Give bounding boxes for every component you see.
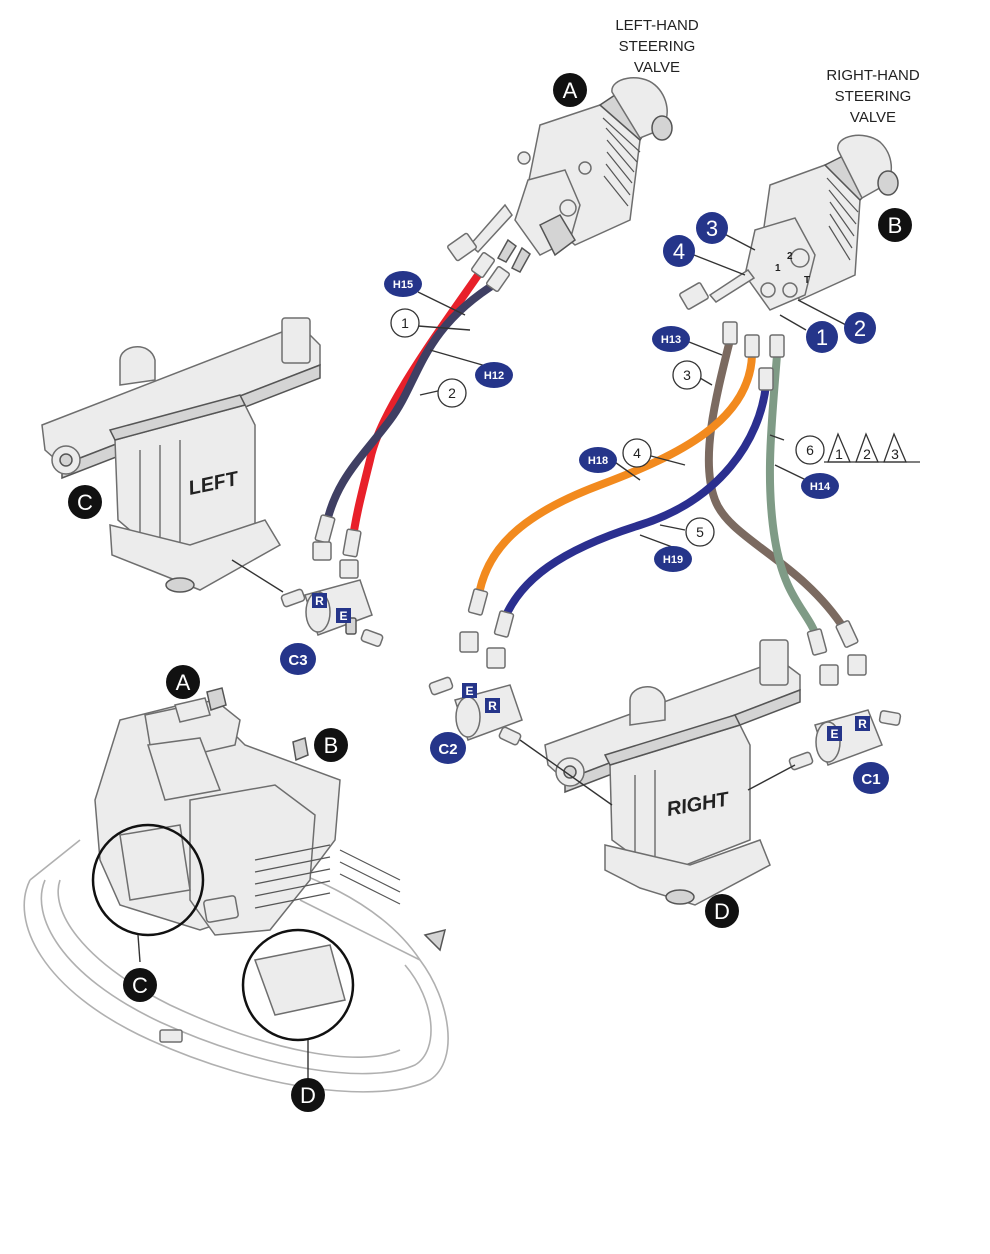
callout-circle-d bbox=[241, 928, 355, 1042]
hose-tag-h13: H13 bbox=[661, 334, 681, 346]
hose-h18-orange bbox=[474, 351, 756, 604]
left-valve-title-line2: STEERING bbox=[619, 38, 696, 55]
c-bottom-leader bbox=[137, 934, 141, 963]
cylinder-tag-c1: C1 bbox=[861, 771, 880, 788]
valve-port-2: 2 bbox=[787, 251, 793, 262]
right-valve-title-line1: RIGHT-HAND bbox=[826, 67, 920, 84]
hose-number-3: 3 bbox=[683, 367, 691, 383]
callout-b-top: B bbox=[888, 213, 903, 238]
note-3: 3 bbox=[891, 446, 899, 462]
hose-tag-h18: H18 bbox=[588, 455, 608, 467]
port-e-c3: E bbox=[339, 609, 347, 623]
right-gearbox-assembly: RIGHT bbox=[544, 639, 801, 906]
hose-fittings bbox=[312, 252, 867, 686]
cylinder-tag-c2: C2 bbox=[438, 741, 457, 758]
right-valve-title-line3: VALVE bbox=[850, 109, 896, 126]
valve-port-t: T bbox=[804, 275, 810, 286]
callout-b-bottom: B bbox=[324, 733, 339, 758]
note-1: 1 bbox=[835, 446, 843, 462]
callout-circle-c bbox=[91, 823, 205, 937]
note-2: 2 bbox=[863, 446, 871, 462]
port-r-c3: R bbox=[315, 594, 324, 608]
port-callout-1: 1 bbox=[816, 325, 828, 350]
black-callouts: A B C D A B C D bbox=[68, 73, 912, 1112]
hose-number-5: 5 bbox=[696, 524, 704, 540]
note-triangles: 1 2 3 bbox=[824, 432, 920, 463]
port-tags: R E E R E R bbox=[312, 593, 870, 741]
hose-number-4: 4 bbox=[633, 445, 641, 461]
valve-port-callouts: 3 4 1 2 bbox=[663, 212, 876, 353]
hose-number-6: 6 bbox=[806, 442, 814, 458]
cylinder-c3 bbox=[280, 579, 384, 647]
port-callout-4: 4 bbox=[673, 239, 685, 264]
callout-d-top: D bbox=[714, 899, 730, 924]
port-r-c1: R bbox=[858, 717, 867, 731]
hose-number-circles: 1 2 3 4 5 6 bbox=[390, 308, 825, 547]
port-callout-2: 2 bbox=[854, 316, 866, 341]
hose-tag-h14: H14 bbox=[810, 481, 831, 493]
left-gearbox-assembly: LEFT bbox=[41, 317, 321, 593]
callout-d-bottom: D bbox=[300, 1083, 316, 1108]
callout-a-bottom: A bbox=[176, 670, 191, 695]
left-steering-valve bbox=[447, 77, 673, 273]
cylinder-tags: C3 C2 C1 bbox=[280, 643, 889, 794]
hose-number-1: 1 bbox=[401, 315, 409, 331]
c1-leader-line bbox=[747, 764, 796, 791]
hose-h12-navy bbox=[321, 278, 502, 534]
port-e-c2: E bbox=[465, 684, 473, 698]
right-valve-title-line2: STEERING bbox=[835, 88, 912, 105]
port-r-c2: R bbox=[488, 699, 497, 713]
callout-c-top: C bbox=[77, 490, 93, 515]
c2-leader-line bbox=[519, 739, 613, 806]
right-steering-valve: 1 2 T bbox=[679, 134, 899, 311]
callout-a-top: A bbox=[563, 78, 578, 103]
left-valve-title-line1: LEFT-HAND bbox=[615, 17, 699, 34]
port-e-c1: E bbox=[830, 727, 838, 741]
port-callout-3: 3 bbox=[706, 216, 718, 241]
machine-overview bbox=[23, 687, 449, 1093]
hose-h14-green bbox=[765, 351, 822, 644]
c3-leader-line bbox=[231, 559, 284, 593]
hose-group bbox=[321, 264, 849, 644]
hose-h19-blue bbox=[500, 381, 770, 624]
hose-tag-h19: H19 bbox=[663, 554, 683, 566]
cylinder-c1 bbox=[788, 709, 902, 771]
callout-c-bottom: C bbox=[132, 973, 148, 998]
hose-tags: H15 H12 H13 H18 H19 H14 bbox=[384, 271, 839, 572]
hose-h13-brown bbox=[704, 336, 849, 634]
hose-number-2: 2 bbox=[448, 385, 456, 401]
leader-lines bbox=[417, 227, 847, 549]
left-valve-title-line3: VALVE bbox=[634, 59, 680, 76]
hose-tag-h12: H12 bbox=[484, 370, 504, 382]
valve-port-1: 1 bbox=[775, 263, 781, 274]
hose-tag-h15: H15 bbox=[393, 279, 413, 291]
cylinder-tag-c3: C3 bbox=[288, 652, 307, 669]
